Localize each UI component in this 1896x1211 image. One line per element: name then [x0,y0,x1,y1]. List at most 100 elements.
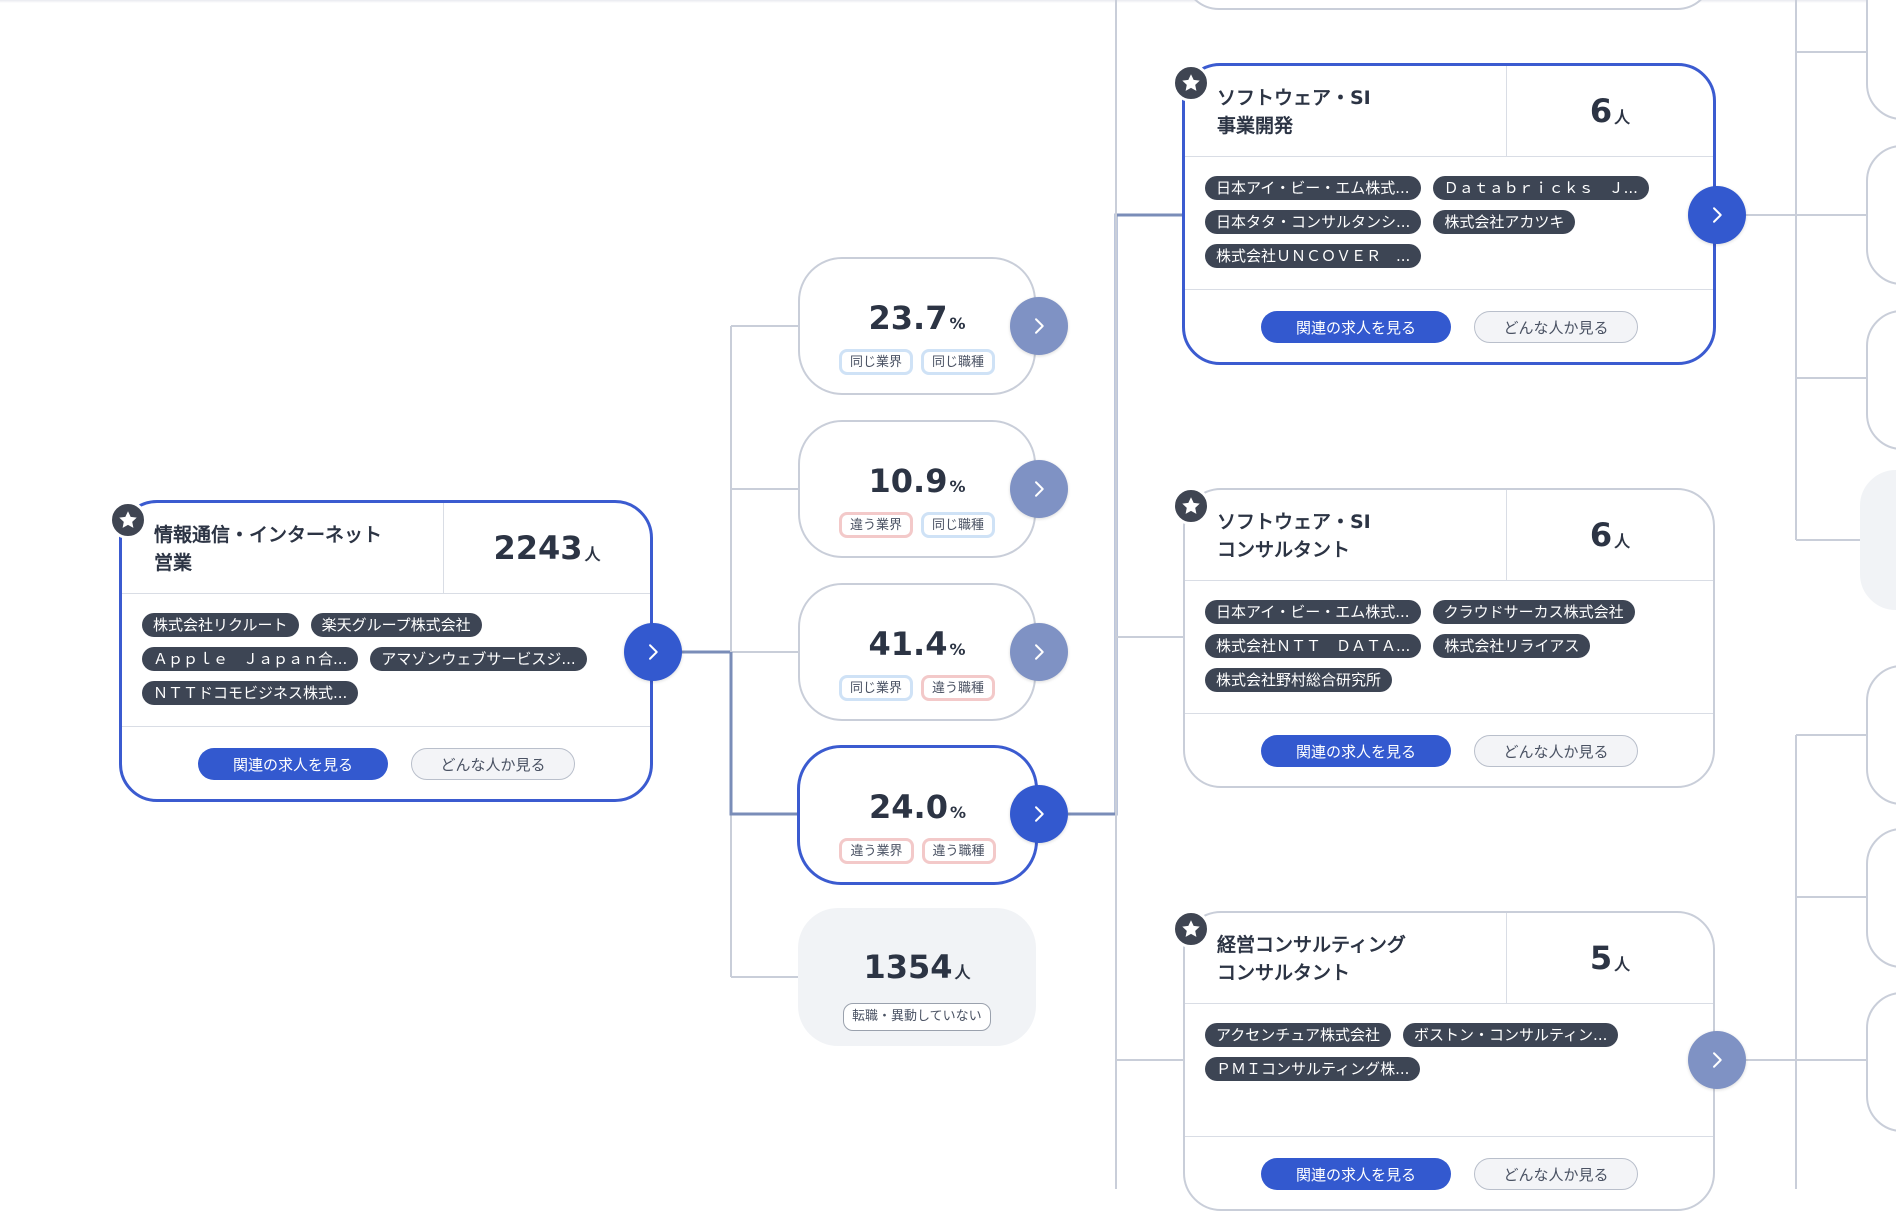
next-column-card-partial [1866,310,1896,450]
star-icon[interactable] [1172,910,1210,948]
card-title: 情報通信・インターネット 営業 [154,521,382,577]
source-expand-button[interactable] [624,623,682,681]
company-tag: ＮＴＴドコモビジネス株式... [142,681,359,705]
target-expand-button[interactable] [1688,1031,1746,1089]
job-chip: 同じ職種 [921,349,996,375]
title-industry: ソフトウェア・SI [1217,511,1371,533]
chevron-right-icon [1035,318,1044,334]
next-column-card-partial [1866,665,1896,805]
see-people-button[interactable]: どんな人か見る [1474,735,1638,767]
card-header: ソフトウェア・SI コンサルタント 6 人 [1185,490,1713,581]
company-tag: ＰＭＩコンサルティング株... [1205,1057,1421,1081]
person-unit: 人 [584,545,601,564]
industry-chip: 同じ業界 [838,349,913,375]
percent-unit: % [949,477,966,496]
target-job-card: 経営コンサルティング コンサルタント 5 人 アクセンチュア株式会社 ボストン・… [1183,911,1715,1211]
next-column-card-partial [1866,992,1896,1132]
star-icon[interactable] [109,501,147,539]
next-column-card-partial [1866,145,1896,285]
see-people-button[interactable]: どんな人か見る [1474,311,1638,343]
chevron-right-icon [1713,207,1722,223]
see-people-button[interactable]: どんな人か見る [411,748,575,780]
company-tag: 株式会社ＮＴＴ ＤＡＴＡ... [1205,634,1422,658]
company-tag: 株式会社リライアス [1433,634,1591,658]
ratio-expand-button[interactable] [1010,460,1068,518]
person-count: 6 [1589,92,1613,130]
top-shadow [0,0,1896,3]
chevron-right-icon [649,644,658,660]
star-icon[interactable] [1172,487,1210,525]
person-unit: 人 [1614,108,1631,127]
next-column-card-partial [1866,828,1896,968]
ratio-expand-button[interactable] [1010,623,1068,681]
card-title: 経営コンサルティング コンサルタント [1217,931,1406,987]
company-tag: アマゾンウェブサービスジ... [370,647,587,671]
card-header: 経営コンサルティング コンサルタント 5 人 [1185,913,1713,1004]
company-tag: 日本タタ・コンサルタンシ... [1205,210,1422,234]
person-count: 5 [1589,939,1613,977]
title-industry: 経営コンサルティング [1217,934,1406,956]
chevron-right-icon [1035,644,1044,660]
industry-chip: 同じ業界 [838,675,913,701]
company-tags: 日本アイ・ビー・エム株式... Ｄａｔａｂｒｉｃｋｓ Ｊ... 日本タタ・コンサ… [1205,176,1693,278]
person-unit: 人 [1614,955,1631,974]
job-chip: 違う職種 [921,838,996,864]
job-chip: 違う職種 [921,675,996,701]
ratio-node[interactable]: 23.7% 同じ業界 同じ職種 [798,257,1036,395]
company-tags: アクセンチュア株式会社 ボストン・コンサルティン... ＰＭＩコンサルティング株… [1205,1023,1693,1091]
stay-unit: 人 [954,963,971,982]
target-job-card: ソフトウェア・SI 事業開発 6 人 日本アイ・ビー・エム株式... Ｄａｔａｂ… [1182,63,1716,365]
company-tag: 楽天グループ株式会社 [310,613,482,637]
ratio-node[interactable]: 10.9% 違う業界 同じ職種 [798,420,1036,558]
related-jobs-button[interactable]: 関連の求人を見る [1261,311,1451,343]
industry-chip: 違う業界 [838,512,913,538]
card-title: ソフトウェア・SI 事業開発 [1217,84,1371,140]
company-tags: 日本アイ・ビー・エム株式... クラウドサーカス株式会社 株式会社ＮＴＴ ＤＡＴ… [1205,600,1693,702]
count-cell: 6 人 [1506,490,1713,580]
job-chip: 同じ職種 [921,512,996,538]
title-job: コンサルタント [1217,962,1351,984]
company-tag: 株式会社ＵＮＣＯＶＥＲ ... [1205,244,1422,268]
card-footer: 関連の求人を見る どんな人か見る [1185,713,1713,786]
card-header: 情報通信・インターネット 営業 2243 人 [122,503,650,594]
company-tag: クラウドサーカス株式会社 [1432,600,1635,624]
title-industry: 情報通信・インターネット [154,524,383,546]
ratio-percent: 23.7 [868,299,948,337]
ratio-percent: 24.0 [869,788,948,826]
target-expand-button[interactable] [1688,186,1746,244]
company-tag: Ａｐｐｌｅ Ｊａｐａｎ合... [142,647,359,671]
next-column-card-partial [1866,0,1896,120]
company-tag: 日本アイ・ビー・エム株式... [1205,176,1421,200]
ratio-expand-button[interactable] [1010,785,1068,843]
ratio-percent: 10.9 [868,462,948,500]
card-footer: 関連の求人を見る どんな人か見る [122,726,650,799]
card-header: ソフトウェア・SI 事業開発 6 人 [1185,66,1713,157]
company-tag: 株式会社アカツキ [1433,210,1576,234]
company-tags: 株式会社リクルート 楽天グループ株式会社 Ａｐｐｌｅ Ｊａｐａｎ合... アマゾ… [142,613,630,715]
person-count: 6 [1589,516,1613,554]
related-jobs-button[interactable]: 関連の求人を見る [1261,735,1451,767]
source-job-card: 情報通信・インターネット 営業 2243 人 株式会社リクルート 楽天グループ株… [119,500,653,802]
title-job: 営業 [154,552,193,574]
percent-unit: % [949,314,966,333]
count-cell: 2243 人 [443,503,650,593]
related-jobs-button[interactable]: 関連の求人を見る [1261,1158,1451,1190]
card-footer: 関連の求人を見る どんな人か見る [1185,1136,1713,1209]
card-title: ソフトウェア・SI コンサルタント [1217,508,1371,564]
card-footer: 関連の求人を見る どんな人か見る [1185,289,1713,362]
company-tag: 株式会社リクルート [142,613,299,637]
person-unit: 人 [1614,532,1631,551]
company-tag: Ｄａｔａｂｒｉｃｋｓ Ｊ... [1432,176,1649,200]
see-people-button[interactable]: どんな人か見る [1474,1158,1638,1190]
related-jobs-button[interactable]: 関連の求人を見る [198,748,388,780]
chevron-right-icon [1035,481,1044,497]
company-tag: ボストン・コンサルティン... [1402,1023,1619,1047]
star-icon[interactable] [1172,64,1210,102]
ratio-expand-button[interactable] [1010,297,1068,355]
previous-card-partial [1183,0,1713,10]
ratio-node-selected[interactable]: 24.0% 違う業界 違う職種 [797,745,1038,885]
ratio-node[interactable]: 41.4% 同じ業界 違う職種 [798,583,1036,721]
title-job: 事業開発 [1217,115,1294,137]
